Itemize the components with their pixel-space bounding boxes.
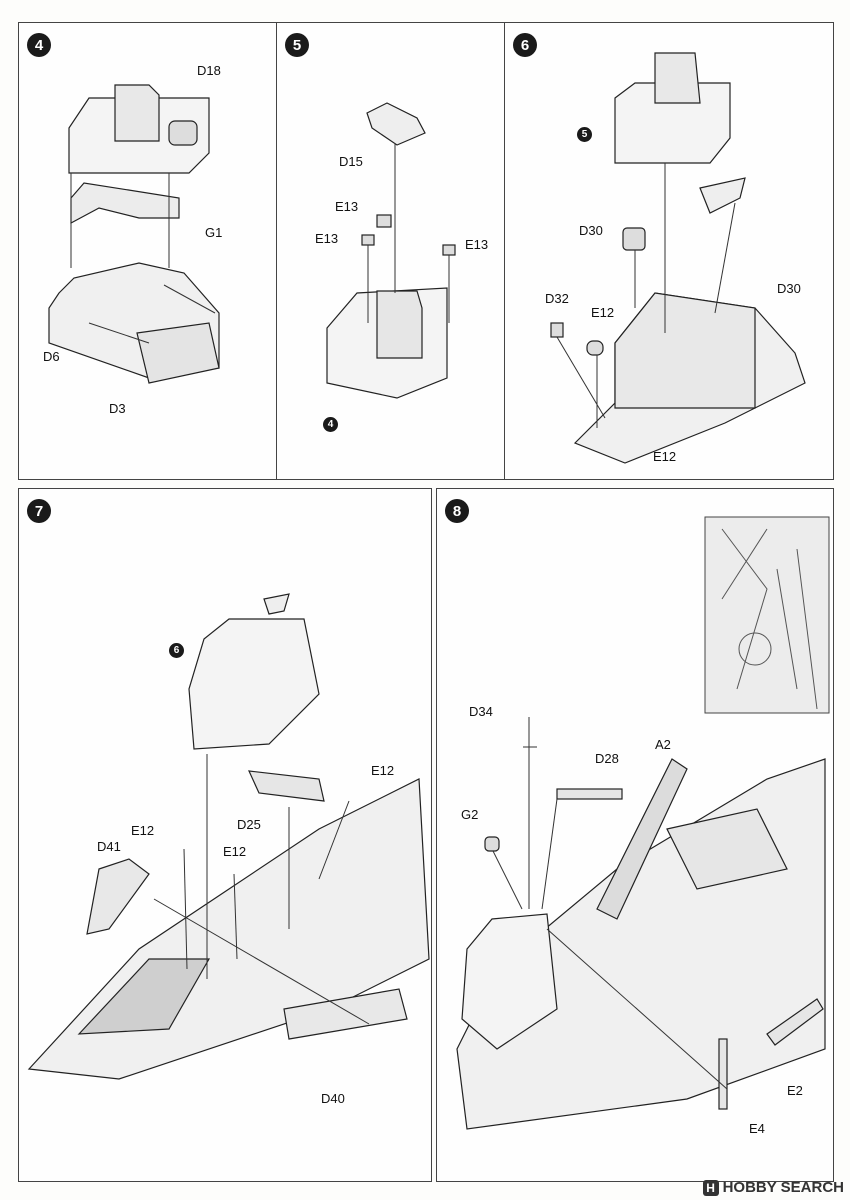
step-7-illustration [27,593,430,1080]
hobby-search-logo-icon: H [702,1179,719,1196]
step-number-badge: 8 [445,499,469,523]
step-6-illustration [550,52,806,464]
part-label-d18: D18 [197,63,221,78]
part-label-a2: A2 [655,737,671,752]
part-label-d3: D3 [109,401,126,416]
part-label-g2: G2 [461,807,479,822]
part-label-d34: D34 [469,704,493,719]
part-label-d30: D30 [579,223,603,238]
part-label-d32: D32 [545,291,569,306]
part-label-e13: E13 [315,231,339,246]
part-label-g1: G1 [205,225,223,240]
watermark-text: HOBBY SEARCH [722,1179,844,1196]
step-number-badge: 4 [27,33,51,57]
step-number-badge: 5 [285,33,309,57]
part-label-d6: D6 [43,349,60,364]
detail-inset [704,516,830,714]
sub-assembly-ref-badge: 5 [577,127,592,142]
step-number-badge: 7 [27,499,51,523]
part-label-e13: E13 [465,237,489,252]
part-label-e4: E4 [749,1121,765,1136]
part-label-d41: D41 [97,839,121,854]
part-label-d40: D40 [321,1091,345,1106]
part-label-e2: E2 [787,1083,803,1098]
part-label-e12: E12 [591,305,615,320]
part-label-e12: E12 [131,823,155,838]
part-label-d25: D25 [237,817,261,832]
step-8-illustration [456,516,830,1130]
step-number-badge: 6 [513,33,537,57]
step-6-panel: 6 D30 D32 E12 D30 E12 5 [504,22,834,480]
part-label-e12: E12 [223,844,247,859]
part-label-d15: D15 [339,154,363,169]
step-4-illustration [48,84,220,384]
part-label-e13: E13 [335,199,359,214]
sub-assembly-ref-badge: 4 [323,417,338,432]
part-label-e12: E12 [653,449,677,464]
step-4-panel: 4 D18 G1 D6 D3 [18,22,278,480]
step-8-panel: 8 D34 D28 A2 G2 E2 E4 [436,488,834,1182]
part-label-d30: D30 [777,281,801,296]
watermark: H HOBBY SEARCH [702,1179,844,1196]
step-5-panel: 5 D15 E13 E13 E13 4 [276,22,506,480]
step-5-illustration [326,102,456,399]
part-label-d28: D28 [595,751,619,766]
part-label-e12: E12 [371,763,395,778]
sub-assembly-ref-badge: 6 [169,643,184,658]
step-7-panel: 7 E12 D25 E12 D41 E12 D40 6 [18,488,432,1182]
